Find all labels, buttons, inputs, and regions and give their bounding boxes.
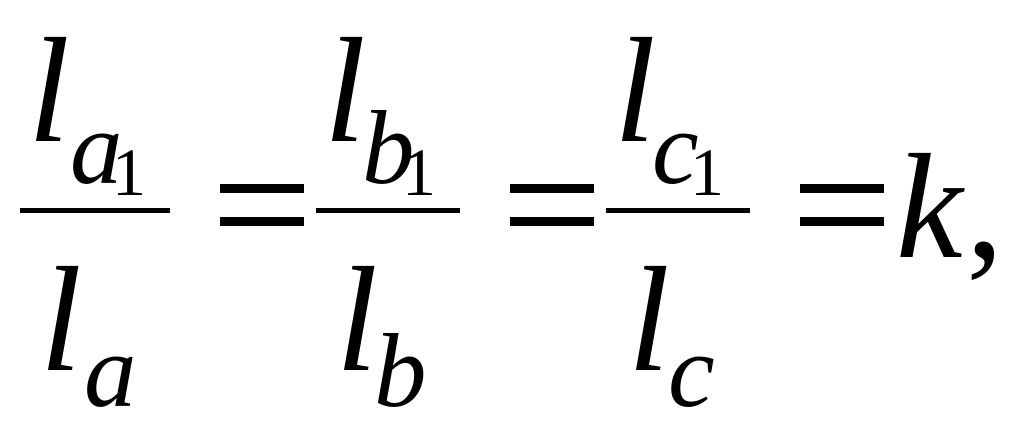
fraction-2-bar (316, 208, 460, 213)
fraction-3-denominator-subscript: c (668, 312, 715, 429)
fraction-1-numerator-base: l (28, 8, 70, 174)
fraction-2-denominator-base: l (336, 237, 378, 403)
equals-sign-1 (220, 184, 304, 226)
fraction-1-bar (20, 208, 170, 213)
fraction-1-denominator-base: l (40, 237, 82, 403)
fraction-2-denominator-subscript: b (374, 312, 427, 429)
fraction-2-numerator-base: l (324, 8, 366, 174)
fraction-1-numerator-subscript: a (70, 89, 123, 206)
equals-sign-2 (510, 184, 594, 226)
fraction-1-numerator-subsubscript: 1 (112, 134, 146, 210)
fraction-2-numerator-subscript: b (362, 89, 415, 206)
trailing-comma: , (966, 124, 1004, 290)
fraction-3-numerator-subsubscript: 1 (690, 134, 724, 210)
fraction-1-denominator-subscript: a (84, 312, 137, 429)
fraction-3-bar (606, 208, 750, 213)
fraction-3-denominator-base: l (628, 237, 670, 403)
equals-sign-3 (800, 184, 884, 226)
fraction-2-numerator-subsubscript: 1 (402, 134, 436, 210)
fraction-3-numerator-base: l (614, 8, 656, 174)
fraction-3-numerator-subscript: c (652, 89, 699, 206)
result-k: k (896, 124, 963, 290)
